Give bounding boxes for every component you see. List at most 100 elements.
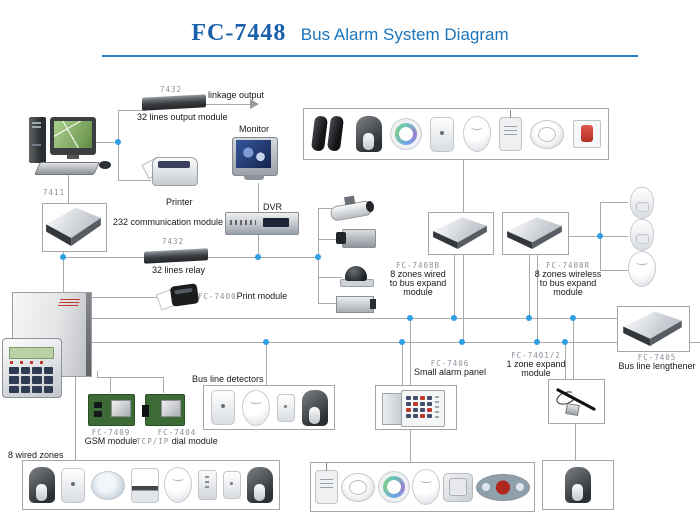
zone-expand-module-icon bbox=[552, 384, 600, 418]
connector-line bbox=[600, 236, 628, 237]
connector-line bbox=[266, 342, 267, 385]
pir-icon bbox=[430, 116, 455, 152]
title-underline bbox=[102, 55, 638, 57]
pir-icon bbox=[60, 467, 85, 503]
connector-line bbox=[118, 110, 119, 143]
expand-wireless-module-icon bbox=[506, 216, 563, 249]
wireless-pir-icon bbox=[630, 219, 654, 251]
junction-dot bbox=[570, 315, 576, 321]
dome-camera-icon bbox=[340, 266, 374, 288]
oval-pir-icon bbox=[628, 251, 656, 287]
print-module-label: FC-7400Print module bbox=[198, 291, 288, 301]
gsm-label: FC-7409 GSM module bbox=[84, 428, 138, 446]
small-alarm-panel-icon bbox=[382, 390, 446, 427]
outdoor-hooded-icon bbox=[247, 467, 274, 503]
connector-line bbox=[206, 104, 251, 105]
connector-line bbox=[575, 422, 576, 460]
oval-pir-icon bbox=[462, 116, 491, 152]
dvr-icon bbox=[225, 212, 299, 235]
connector-line bbox=[110, 377, 111, 393]
connector-line bbox=[463, 158, 464, 212]
connector-line bbox=[529, 253, 530, 318]
connector-line bbox=[600, 270, 628, 271]
connector-line bbox=[90, 297, 164, 298]
expand-wired-module-icon bbox=[432, 216, 488, 249]
pir-small-icon bbox=[223, 471, 242, 499]
wireless-pir-icon bbox=[630, 187, 654, 219]
zone-expand-device-box bbox=[542, 460, 614, 510]
beam-pair-icon bbox=[311, 115, 347, 153]
monitor-icon bbox=[232, 137, 278, 183]
connector-line bbox=[565, 342, 566, 379]
connector-line bbox=[573, 318, 574, 379]
junction-dot bbox=[562, 339, 568, 345]
comm-module-label: 232 communication module bbox=[113, 217, 224, 227]
smoke-detector-icon bbox=[530, 119, 565, 149]
connector-line bbox=[537, 253, 538, 342]
connector-line bbox=[258, 183, 259, 213]
printer-label: Printer bbox=[166, 197, 193, 207]
bus-detectors-label: Bus line detectors bbox=[192, 374, 264, 384]
wired-zones-box bbox=[22, 460, 280, 510]
dvr-label: DVR bbox=[263, 202, 283, 212]
connector-line bbox=[68, 175, 69, 203]
bus-sensors-box bbox=[303, 108, 609, 160]
output-module-icon bbox=[142, 94, 206, 111]
small-panel-devices-box bbox=[310, 462, 535, 512]
small-panel-label: FC-7406 Small alarm panel bbox=[413, 359, 487, 377]
pir-icon bbox=[210, 390, 235, 425]
oval-pir-icon bbox=[164, 467, 193, 503]
main-alarm-panel-icon bbox=[2, 292, 102, 398]
smoke-detector-icon bbox=[340, 472, 375, 502]
wired-zones-label: 8 wired zones bbox=[8, 450, 64, 460]
junction-dot bbox=[459, 339, 465, 345]
junction-dot bbox=[597, 233, 603, 239]
junction-dot bbox=[60, 254, 66, 260]
connector-line bbox=[410, 318, 411, 385]
lengthener-module-icon bbox=[622, 310, 683, 346]
ceiling-dome-icon bbox=[90, 470, 125, 500]
junction-dot bbox=[263, 339, 269, 345]
bus-line-1 bbox=[90, 318, 618, 319]
glassbreak-icon bbox=[315, 463, 339, 504]
connector-line bbox=[318, 277, 342, 278]
lengthener-label: FC-7405 Bus line lengthener bbox=[618, 353, 696, 371]
connector-line bbox=[118, 110, 146, 111]
oval-pir-icon bbox=[412, 469, 441, 505]
pir-band-icon bbox=[130, 467, 159, 503]
junction-dot bbox=[115, 139, 121, 145]
arrow-icon bbox=[250, 99, 259, 109]
connector-line bbox=[63, 250, 64, 293]
bus-detectors-box bbox=[203, 385, 335, 430]
junction-dot bbox=[451, 315, 457, 321]
connector-line bbox=[118, 180, 151, 181]
outdoor-dark-icon bbox=[28, 467, 55, 503]
connector-line bbox=[318, 239, 340, 240]
mini-box-icon bbox=[198, 470, 218, 500]
junction-dot bbox=[534, 339, 540, 345]
siren-icon bbox=[475, 473, 530, 501]
comm-module-icon bbox=[45, 206, 102, 246]
junction-dot bbox=[315, 254, 321, 260]
expand-wireless-label: FC-7408R 8 zones wireless to bus expand … bbox=[534, 261, 602, 297]
bus-line-2 bbox=[90, 342, 700, 343]
connector-line bbox=[318, 303, 338, 304]
connector-line bbox=[97, 371, 98, 378]
connector-line bbox=[567, 236, 600, 237]
expand-wired-label: FC-7408B 8 zones wired to bus expand mod… bbox=[389, 261, 447, 297]
title-text: Bus Alarm System Diagram bbox=[300, 25, 509, 44]
tcpip-label: FC-7404 TCP/IP dial module bbox=[136, 428, 218, 446]
ptz-camera-icon bbox=[336, 224, 376, 252]
connector-line bbox=[454, 253, 455, 318]
pir-small-icon bbox=[276, 393, 295, 422]
computer-icon bbox=[25, 115, 117, 177]
linkage-output-label: linkage output bbox=[208, 90, 265, 100]
ceiling-ring-icon bbox=[389, 118, 422, 150]
page-title: FC-7448 Bus Alarm System Diagram bbox=[0, 20, 700, 47]
relay-module-label: 32 lines relay bbox=[152, 265, 206, 275]
square-ceiling-icon bbox=[442, 472, 473, 502]
connector-line bbox=[402, 342, 403, 385]
monitor-label: Monitor bbox=[239, 124, 270, 134]
gsm-module-icon bbox=[88, 394, 135, 426]
